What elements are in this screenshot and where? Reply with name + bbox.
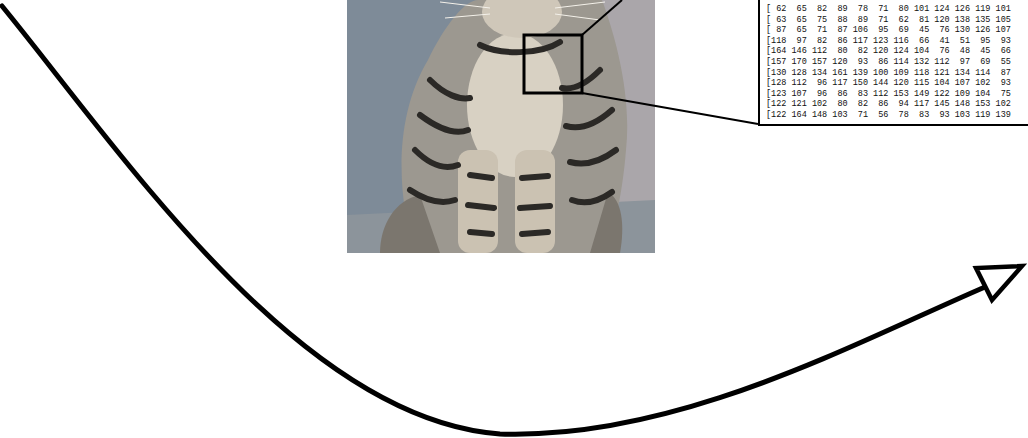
stripe <box>420 115 468 132</box>
cat-haunch <box>380 195 440 253</box>
stripe <box>520 206 550 208</box>
cat-stripes <box>410 42 616 234</box>
matrix-row: [122 121 102 80 82 86 94 117 145 148 153… <box>766 99 1026 110</box>
whisker <box>555 14 600 20</box>
stripe <box>572 192 612 202</box>
matrix-row: [122 164 148 103 71 56 78 83 93 103 119 … <box>766 110 1026 121</box>
matrix-row: [128 112 96 117 150 144 120 115 104 107 … <box>766 78 1026 89</box>
matrix-row: [123 107 96 86 83 112 153 149 122 109 10… <box>766 89 1026 100</box>
matrix-row: [157 170 157 120 93 86 114 132 112 97 69… <box>766 57 1026 68</box>
matrix-row: [164 146 112 80 82 120 124 104 76 48 45 … <box>766 46 1026 57</box>
matrix-row: [130 128 134 161 139 100 109 118 121 134… <box>766 68 1026 79</box>
stripe <box>470 232 492 234</box>
cat-leg <box>515 150 555 253</box>
stripe <box>415 150 458 167</box>
matrix-row: [ 63 65 75 88 89 71 62 81 120 138 135 10… <box>766 15 1026 26</box>
stripe <box>522 232 548 234</box>
whisker <box>555 2 605 8</box>
stripe <box>566 110 612 127</box>
matrix-row: [ 62 65 82 89 78 71 80 101 124 126 119 1… <box>766 4 1026 15</box>
stripe <box>480 42 560 52</box>
stripe <box>522 176 548 178</box>
cat-leg <box>458 150 498 253</box>
stripe <box>470 175 492 178</box>
whisker <box>440 2 490 8</box>
leader-line <box>582 93 758 124</box>
whisker <box>445 14 490 18</box>
whiskers <box>440 2 605 20</box>
stripe <box>410 190 455 202</box>
arrow-head <box>976 266 1022 300</box>
leader-line <box>582 0 622 35</box>
zoom-square <box>524 35 582 93</box>
cat-body <box>402 0 628 253</box>
photo-background <box>347 0 655 253</box>
cat-photo <box>347 0 655 253</box>
stripe <box>468 205 494 208</box>
stripe <box>570 150 616 164</box>
matrix-box: [ 62 65 82 89 78 71 80 101 124 126 119 1… <box>758 0 1028 126</box>
matrix-row: [118 97 82 86 117 123 116 66 41 51 95 93 <box>766 36 1026 47</box>
stripe <box>430 80 470 98</box>
cat-chin <box>482 0 562 38</box>
matrix-row: [ 87 65 71 87 106 95 69 45 76 130 126 10… <box>766 25 1026 36</box>
